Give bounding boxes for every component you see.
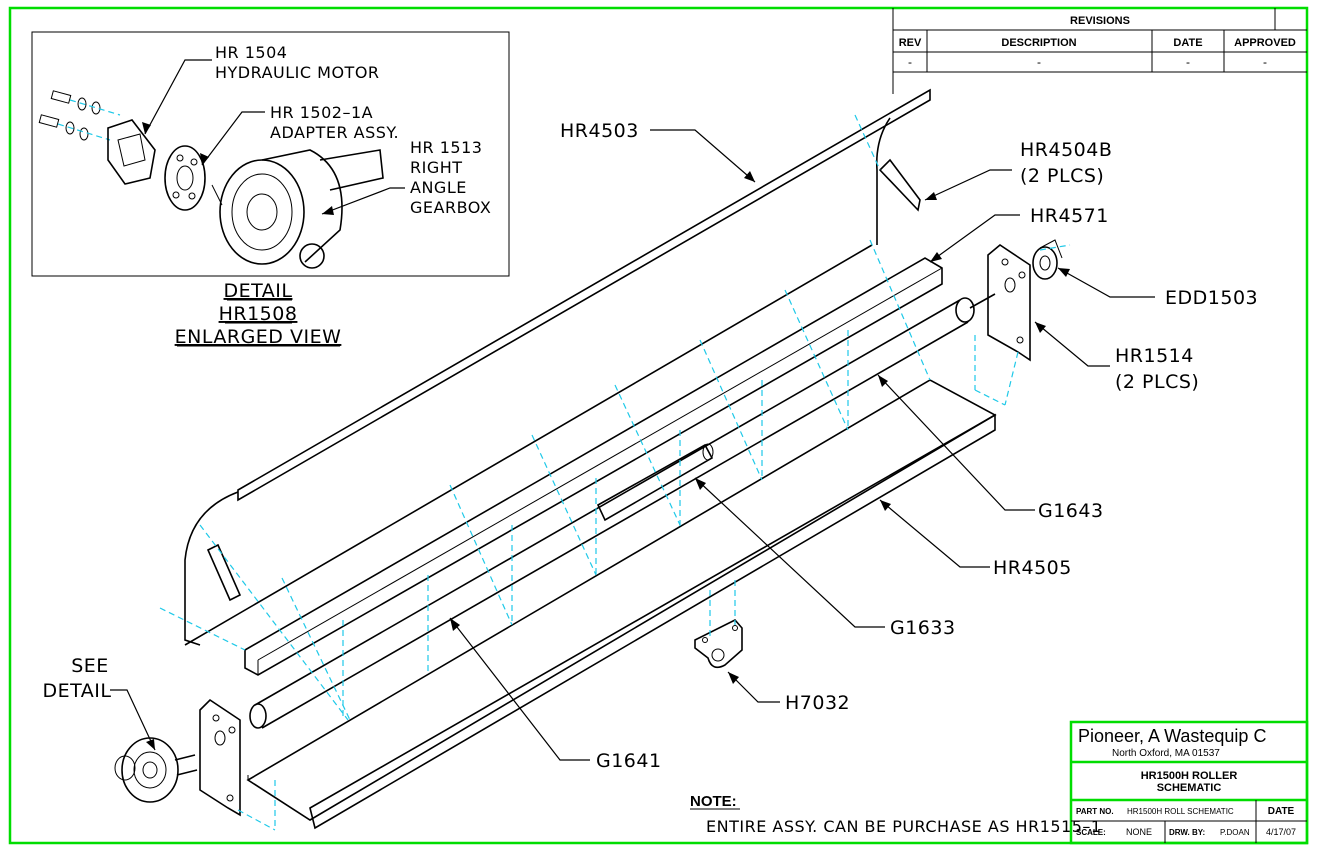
rev-cell: - [908,55,912,69]
callout-g1643: G1643 [1038,500,1104,522]
date-header: DATE [1173,37,1202,49]
approved-cell: - [1263,55,1267,69]
date-value: 4/17/07 [1266,827,1296,837]
hr4505-trough [246,379,997,830]
revisions-title: REVISIONS [1070,15,1130,27]
hr1502-description: ADAPTER ASSY. [270,123,399,142]
callout-h7032: H7032 [785,692,850,714]
drawing-border [8,6,1309,845]
scale-label: SCALE: [1076,828,1106,837]
hr1513-line-2: RIGHT [410,158,463,177]
detail-caption-3: ENLARGED VIEW [175,326,342,348]
drawing-title-line-2: SCHEMATIC [1157,782,1222,794]
company-location: North Oxford, MA 01537 [1112,748,1220,759]
revisions-table: REVISIONS REV DESCRIPTION DATE APPROVED … [892,8,1307,94]
bolts-washers [38,90,101,141]
scale-value: NONE [1126,827,1152,837]
callout-hr4503: HR4503 [560,120,639,142]
title-block: Pioneer, A Wastequip C North Oxford, MA … [1069,720,1309,845]
callout-hr4505: HR4505 [993,557,1072,579]
part-no-label: PART NO. [1076,807,1114,816]
h7032-bracket [694,619,743,669]
callout-edd1503: EDD1503 [1165,287,1258,309]
detail-caption-1: DETAIL [224,280,293,302]
detail-caption-2: HR1508 [219,303,298,325]
callout-leaders [110,129,1155,761]
right-angle-gearbox [211,149,384,269]
hr4504b-bracket [878,158,921,212]
hr4503-cover-panel [184,88,931,646]
callout-hr1514: HR1514 [1115,345,1194,367]
callout-hr1514-qty: (2 PLCS) [1115,371,1199,393]
drawn-by-label: DRW. BY: [1169,828,1205,837]
callout-detail: DETAIL [43,680,112,702]
adapter-assy [164,145,206,211]
drawn-by-value: P.DOAN [1220,828,1250,837]
description-header: DESCRIPTION [1001,37,1076,49]
date-label: DATE [1268,806,1295,817]
callout-hr4504b-qty: (2 PLCS) [1020,165,1104,187]
hr1513-line-3: ANGLE [410,178,467,197]
description-cell: - [1037,55,1041,69]
hr1513-part-number: HR 1513 [410,138,482,157]
hr1513-line-4: GEARBOX [410,198,491,217]
g1633-shaft [596,443,714,522]
hr4571-angle [244,257,943,676]
note-text: ENTIRE ASSY. CAN BE PURCHASE AS HR1515–1 [706,817,1102,836]
hr1502-part-number: HR 1502–1A [270,103,373,122]
callout-g1633: G1633 [890,617,956,639]
hole-centerlines [159,114,1071,831]
hydraulic-motor [107,119,156,185]
drawing-title-line-1: HR1500H ROLLER [1141,770,1238,782]
part-no-value: HR1500H ROLL SCHEMATIC [1127,807,1234,816]
callout-see: SEE [71,655,109,677]
rev-header: REV [899,37,922,49]
callout-hr4571: HR4571 [1030,205,1109,227]
callout-hr4504b: HR4504B [1020,139,1112,161]
detail-view: HR 1504 HYDRAULIC MOTOR HR 1502–1A ADAPT… [31,31,510,277]
callout-g1641: G1641 [596,750,662,772]
approved-header: APPROVED [1234,37,1296,49]
hr1514-plate-left [199,698,241,817]
hr1514-plate-right [987,244,1031,362]
left-tab [206,543,242,602]
note-title: NOTE: [690,793,737,810]
date-cell: - [1186,55,1190,69]
g1641-roller [249,293,996,729]
company-name: Pioneer, A Wastequip C [1078,726,1266,746]
hr1504-description: HYDRAULIC MOTOR [215,63,380,82]
edd1503-bearing [1032,239,1063,280]
hr1504-part-number: HR 1504 [215,43,287,62]
gearbox-assembly-left [114,737,198,803]
